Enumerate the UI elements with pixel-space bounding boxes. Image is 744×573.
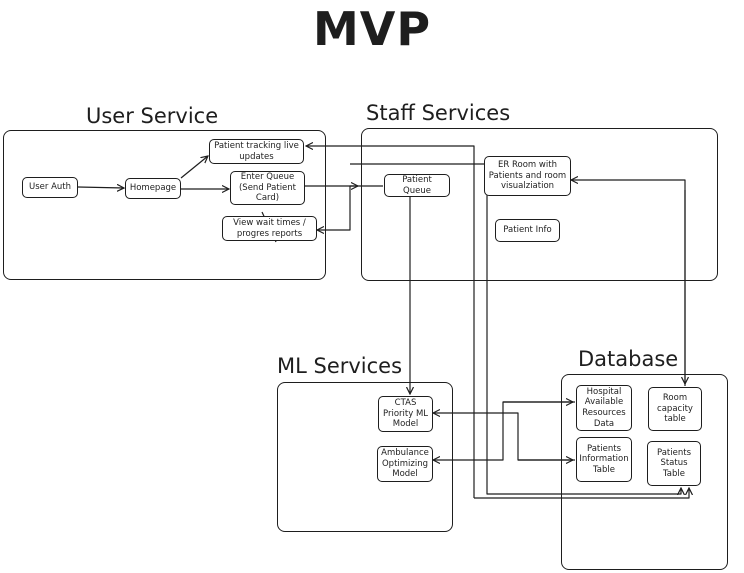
user-auth-node[interactable]: User Auth: [22, 177, 78, 198]
edge-staff-status: [474, 488, 689, 499]
edge-capacity-erroom: [571, 180, 686, 386]
er-room-node[interactable]: ER Room with Patients and room visualzia…: [484, 156, 571, 196]
ambulance-model-node[interactable]: Ambulance Optimizing Model: [377, 446, 433, 482]
staff-services-title: Staff Services: [366, 101, 511, 125]
view-wait-times-node[interactable]: View wait times / progres reports: [222, 216, 317, 241]
edge-queue-waittimes: [317, 185, 383, 230]
patients-status-node[interactable]: Patients Status Table: [647, 441, 701, 486]
patients-information-node[interactable]: Patients Information Table: [576, 437, 632, 482]
edge-db-tracking: [306, 146, 475, 498]
edge-queue-status: [486, 186, 681, 494]
patient-info-node[interactable]: Patient Info: [495, 219, 560, 242]
edge-homepage-tracking: [180, 156, 208, 179]
patient-tracking-node[interactable]: Patient tracking live updates: [209, 139, 304, 164]
homepage-node[interactable]: Homepage: [125, 178, 181, 199]
room-capacity-node[interactable]: Room capacity table: [648, 387, 702, 431]
staff-services-container: [361, 128, 718, 281]
database-container: [561, 374, 728, 570]
ctas-model-node[interactable]: CTAS Priority ML Model: [378, 396, 433, 432]
enter-queue-node[interactable]: Enter Queue (Send Patient Card): [230, 171, 305, 205]
hospital-resources-node[interactable]: Hospital Available Resources Data: [576, 385, 632, 431]
database-title: Database: [578, 347, 679, 371]
patient-queue-node[interactable]: Patient Queue: [384, 174, 450, 197]
user-service-title: User Service: [86, 104, 219, 128]
edge-resources-ambulance: [433, 401, 575, 460]
ml-services-title: ML Services: [277, 354, 403, 378]
ml-services-container: [277, 382, 453, 532]
user-service-container: [3, 130, 326, 280]
edge-auth-homepage: [77, 187, 124, 188]
edge-info-ctas: [433, 413, 575, 461]
diagram-title: MVP: [312, 2, 432, 56]
